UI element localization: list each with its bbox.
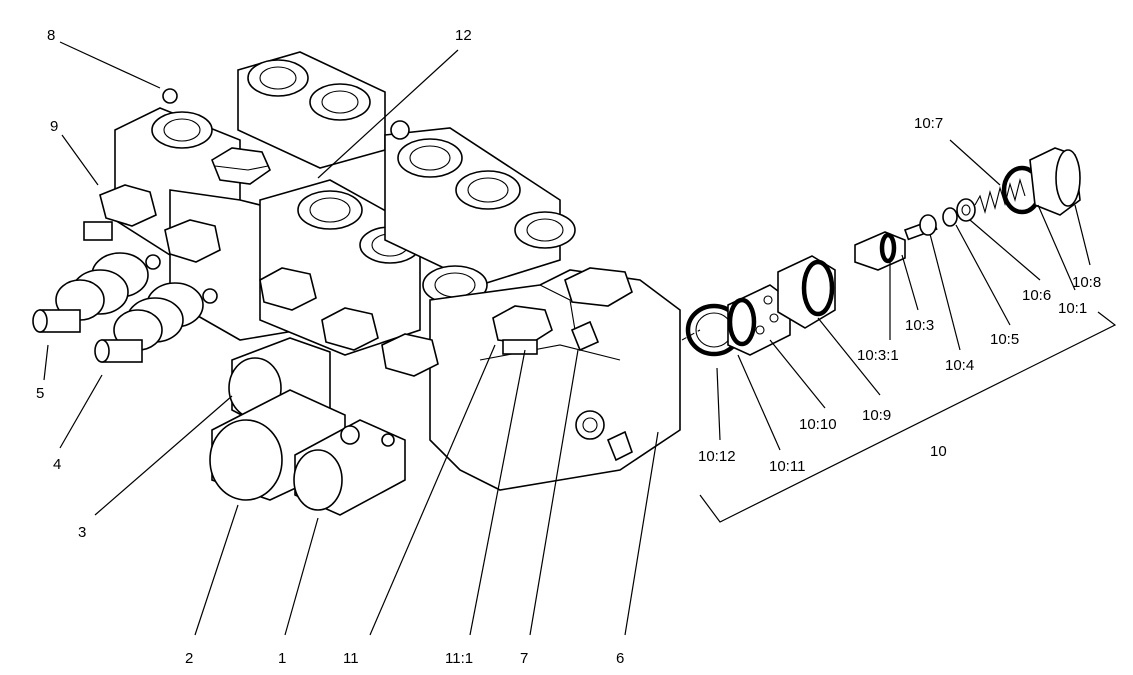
group-bracket-10 [699,311,1117,523]
callout-10-5: 10:5 [990,331,1019,348]
cartridge-exploded [681,147,1081,357]
leader-lines [43,41,1091,636]
callout-6: 6 [616,650,624,667]
callout-12: 12 [455,27,472,44]
callout-5: 5 [36,385,44,402]
callout-10-12: 10:12 [698,448,736,465]
solenoids [209,337,406,516]
callout-10-6: 10:6 [1022,287,1051,304]
callout-10-3: 10:3 [905,317,934,334]
callout-10-7: 10:7 [914,115,943,132]
callout-11: 11 [343,650,359,667]
callout-1: 1 [278,650,286,667]
callout-10-11: 10:11 [769,458,805,475]
callout-10-3-1: 10:3:1 [857,347,899,364]
callout-10: 10 [930,443,947,460]
callout-10-1: 10:1 [1058,300,1087,317]
valve-body [83,51,681,491]
callout-7: 7 [520,650,528,667]
spool-knobs [32,252,204,363]
callout-10-8: 10:8 [1072,274,1101,291]
callout-10-4: 10:4 [945,357,974,374]
callout-4: 4 [53,456,61,473]
callout-11-1: 11:1 [445,650,473,667]
callout-8: 8 [47,27,55,44]
callout-labels: 8 9 12 5 4 3 2 1 11 11:1 7 6 10:12 10:11… [36,27,1101,667]
callout-10-9: 10:9 [862,407,891,424]
callout-2: 2 [185,650,193,667]
callout-9: 9 [50,118,58,135]
callout-3: 3 [78,524,86,541]
callout-10-10: 10:10 [799,416,837,433]
